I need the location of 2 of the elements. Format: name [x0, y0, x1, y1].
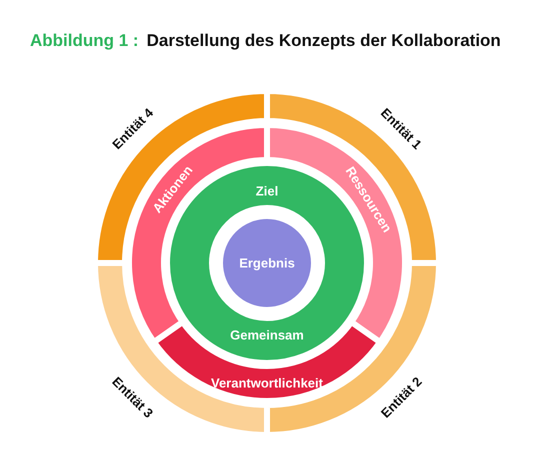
- title: Darstellung des Konzepts der Kollaboration: [146, 31, 501, 50]
- figure-number: Abbildung 1 :: [30, 31, 139, 50]
